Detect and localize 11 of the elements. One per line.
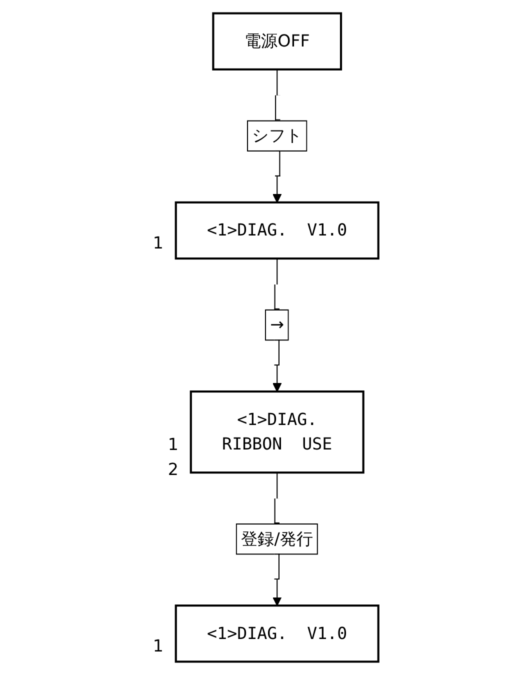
line-number: 1 bbox=[152, 233, 164, 252]
edge-label: シフト bbox=[252, 126, 302, 146]
edge-label: → bbox=[270, 314, 284, 334]
line-number: 1 bbox=[168, 435, 178, 454]
line-number: 1 bbox=[152, 636, 164, 656]
node-box: <1>DIAG. RIBBON USE bbox=[190, 390, 364, 474]
edge-label: 登録/発行 bbox=[240, 528, 313, 548]
node-box: <1>DIAG. V1.0 bbox=[174, 604, 380, 663]
node-box: 電源OFF bbox=[212, 12, 342, 70]
line-number: 2 bbox=[168, 460, 178, 479]
node-box: <1>DIAG. V1.0 bbox=[174, 201, 380, 260]
